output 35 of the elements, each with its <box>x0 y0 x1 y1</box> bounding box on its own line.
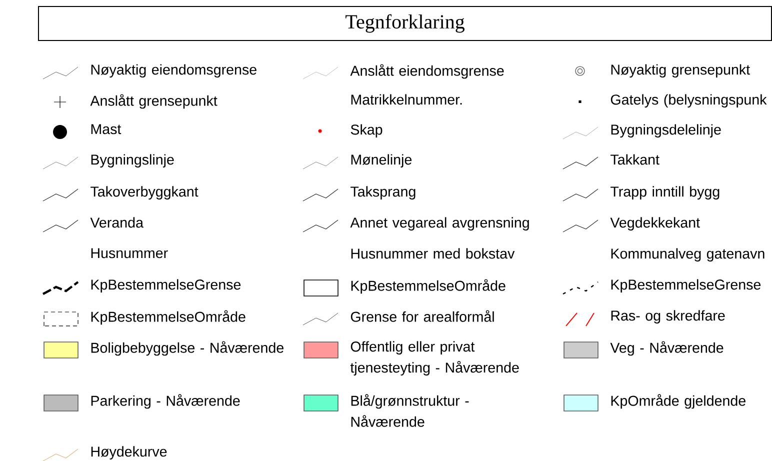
legend-label: Trapp inntill bygg <box>610 186 720 200</box>
legend-label: Husnummer med bokstav <box>351 248 515 259</box>
legend-label: Gatelys (belysningspunk <box>610 94 767 108</box>
legend-label: Offentlig eller privat tjenesteyting - Nåværende <box>350 341 519 376</box>
legend-label: Boligbebyggelse - Nåværende <box>91 341 284 356</box>
title-box: Tegnforklaring <box>38 6 772 41</box>
legend-label: Blå/grønnstruktur - Nåværende <box>351 394 469 427</box>
legend-label: Veg - Nåværende <box>610 341 724 356</box>
legend-label: Grense for arealformål <box>350 310 494 322</box>
legend-label: Matrikkelnummer. <box>351 94 462 105</box>
legend-label: Ras- og skredfare <box>611 310 725 324</box>
legend-label: KpOmråde gjeldende <box>611 394 746 409</box>
legend-label: Nøyaktig eiendomsgrense <box>91 64 256 78</box>
legend-label: Takkant <box>610 154 660 165</box>
legend-label: Høydekurve <box>91 446 167 460</box>
legend-label: Nøyaktig grensepunkt <box>611 64 750 78</box>
legend-label: Taksprang <box>350 186 416 200</box>
legend-label: KpBestemmelseOmråde <box>91 310 246 325</box>
legend-label: Vegdekkekant <box>610 217 700 231</box>
legend-label: Skap <box>350 124 382 138</box>
legend-label: Takoverbyggkant <box>90 186 198 200</box>
legend-label: Annet vegareal avgrensning <box>350 217 529 231</box>
legend-label: KpBestemmelseGrense <box>91 279 241 293</box>
legend-label: KpBestemmelseGrense <box>611 279 761 293</box>
legend-label: Anslått eiendomsgrense <box>350 64 504 79</box>
legend-label: Mast <box>91 124 122 134</box>
legend-label: Anslått grensepunkt <box>90 94 218 109</box>
legend-label: Husnummer <box>91 248 168 258</box>
legend-label: Parkering - Nåværende <box>91 394 240 409</box>
legend-label: Bygningsdelelinje <box>611 124 721 138</box>
legend-label: Mønelinje <box>351 154 412 168</box>
legend-label: KpBestemmelseOmråde <box>351 279 506 294</box>
legend-label: Veranda <box>90 217 144 228</box>
legend-label: Kommunalveg gatenavn <box>611 248 764 262</box>
legend-label: Bygningslinje <box>91 154 174 168</box>
